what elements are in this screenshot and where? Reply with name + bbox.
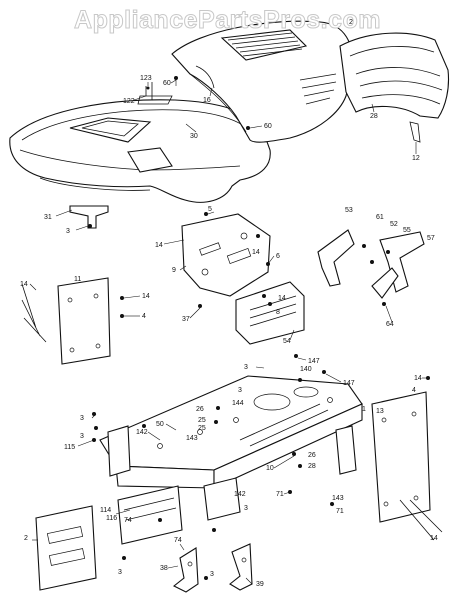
callout-label: 4	[412, 387, 416, 394]
callout-label: 64	[386, 321, 394, 328]
callout-label: 54	[283, 338, 291, 345]
callout-label: 140	[300, 366, 312, 373]
callout-label: 71	[276, 491, 284, 498]
callout-label: 3	[244, 505, 248, 512]
callout-label: 1	[362, 406, 366, 413]
callout-label: 116	[106, 515, 117, 522]
callout-label: 28	[308, 463, 316, 470]
grille	[339, 32, 450, 143]
watermark: AppliancePartsPros.com	[74, 6, 381, 35]
callout-label: 2	[24, 535, 28, 542]
callout-label: 12	[412, 155, 420, 162]
callout-label: 53	[345, 207, 353, 214]
callout-label: 61	[376, 214, 384, 221]
callout-label: 14	[20, 281, 28, 288]
callout-label: 114	[100, 507, 111, 514]
callout-label: 74	[124, 517, 132, 524]
callout-label: 60	[163, 80, 171, 87]
callout-label: 8	[276, 309, 280, 316]
callout-label: 3	[80, 415, 84, 422]
callout-label: 6	[276, 253, 280, 260]
front-plate	[35, 505, 97, 591]
left-side-panel	[21, 277, 111, 365]
callout-label: 14	[155, 242, 163, 249]
callout-label: 3	[238, 387, 242, 394]
callout-label: 143	[332, 495, 344, 502]
callout-label: 122	[123, 98, 135, 105]
callout-label: 3	[118, 569, 122, 576]
callout-label: 37	[182, 316, 190, 323]
callout-label: 147	[343, 380, 355, 387]
callout-label: 3	[80, 433, 84, 440]
callout-label: 115	[64, 444, 75, 451]
callout-label: 38	[160, 565, 168, 572]
callout-label: 14	[430, 535, 438, 542]
right-side-panel	[335, 391, 443, 541]
callout-label: 5	[208, 206, 212, 213]
callout-label: 3	[244, 364, 248, 371]
lower-brackets	[172, 543, 253, 593]
hardware	[88, 76, 430, 580]
callout-label: 142	[234, 491, 246, 498]
callout-label: 3	[210, 571, 214, 578]
battery-tray	[235, 281, 305, 345]
callout-label: 25	[198, 417, 206, 424]
callout-label: 9	[172, 267, 176, 274]
callout-label: 30	[190, 133, 198, 140]
callout-label: 14	[414, 375, 422, 382]
callout-label: 28	[370, 113, 378, 120]
callout-label: 29	[349, 19, 357, 26]
callout-label: 143	[186, 435, 198, 442]
dash-bracket	[181, 213, 271, 297]
callout-label: 14	[142, 293, 150, 300]
callout-label: 147	[308, 358, 320, 365]
callout-label: 57	[427, 235, 435, 242]
callout-label: 26	[196, 406, 204, 413]
callout-label: 123	[140, 75, 152, 82]
callout-label: 13	[376, 408, 384, 415]
fender-pan	[9, 82, 271, 203]
callout-label: 71	[336, 508, 344, 515]
callout-label: 14	[252, 249, 260, 256]
callout-label: 60	[264, 123, 272, 130]
axle-support	[107, 425, 241, 545]
main-frame	[99, 375, 363, 489]
callout-label: 50	[156, 421, 164, 428]
callout-label: 3	[66, 228, 70, 235]
callout-label: 39	[256, 581, 264, 588]
side-brackets	[317, 229, 425, 299]
callout-label: 31	[44, 214, 52, 221]
callout-label: 142	[136, 429, 148, 436]
callout-label: 11	[74, 276, 81, 283]
callout-label: 4	[142, 313, 146, 320]
hood	[171, 20, 354, 143]
callout-label: 52	[390, 221, 398, 228]
callout-label: 10	[266, 465, 274, 472]
callout-label: 25	[198, 425, 206, 432]
callout-label: 144	[232, 400, 244, 407]
callout-label: 14	[278, 295, 286, 302]
callout-label: 74	[174, 537, 182, 544]
leader-lines	[29, 79, 428, 585]
callout-label: 55	[403, 227, 411, 234]
callout-labels: 123 60 16 29 122 28 30 60 12 31 3 5 53 6…	[20, 19, 438, 588]
callout-label: 26	[308, 452, 316, 459]
callout-label: 16	[203, 97, 211, 104]
steering-support	[69, 205, 109, 229]
